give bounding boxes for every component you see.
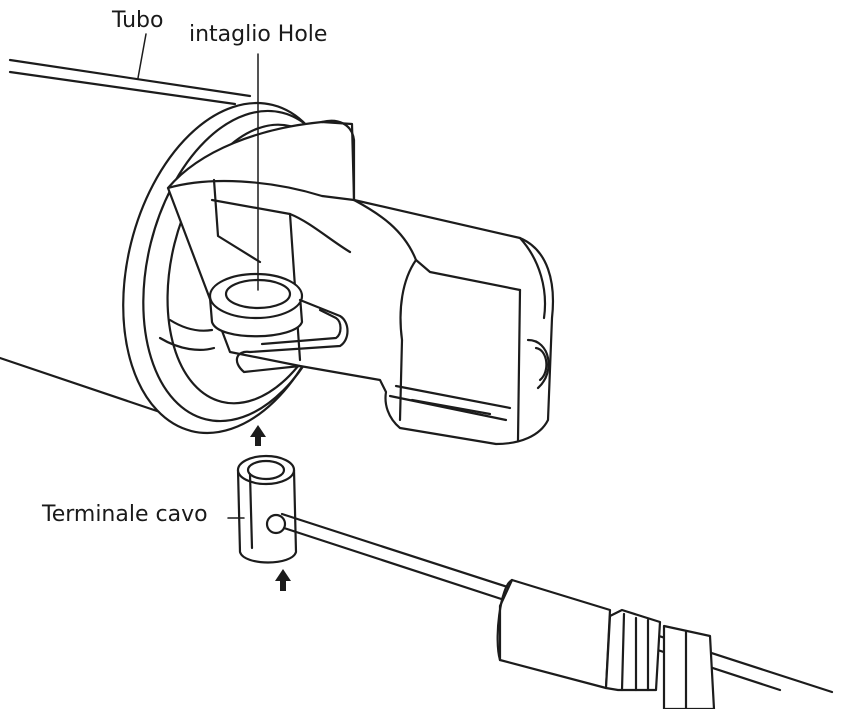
cable-terminal bbox=[236, 454, 298, 564]
arrow-up-icon bbox=[250, 425, 266, 446]
hole-label: intaglio Hole bbox=[189, 22, 328, 47]
tube bbox=[0, 58, 252, 414]
arrow-up-icon bbox=[275, 569, 291, 591]
cable-terminal-label: Terminale cavo bbox=[42, 502, 208, 527]
tube-leader-line bbox=[137, 33, 147, 79]
hole-bracket bbox=[158, 272, 349, 374]
tube-label: Tubo bbox=[112, 8, 164, 33]
cable-connector bbox=[496, 578, 716, 711]
motor-head bbox=[166, 119, 554, 446]
